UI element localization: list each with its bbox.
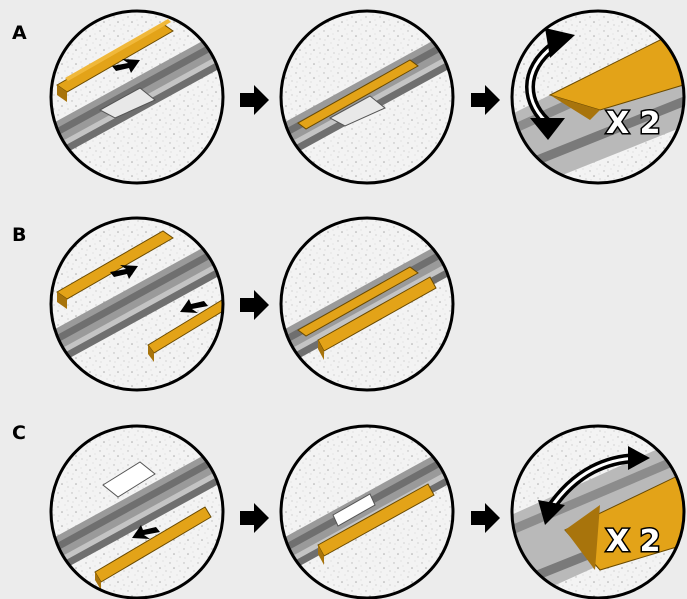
step-arrow-a1 <box>240 85 269 115</box>
step-a2 <box>279 9 455 185</box>
row-label-b: B <box>12 224 27 246</box>
step-c3-detail: X 2 <box>510 424 686 599</box>
step-a3-detail: X 2 <box>510 9 686 185</box>
step-b1 <box>49 216 225 392</box>
step-arrow-b1 <box>240 290 269 320</box>
step-arrow-c2 <box>471 503 500 533</box>
row-label-c: C <box>12 422 26 444</box>
step-a1 <box>49 9 225 185</box>
step-arrow-c1 <box>240 503 269 533</box>
multiplier-c: X 2 <box>606 524 660 559</box>
step-b2 <box>279 216 455 392</box>
step-arrow-a2 <box>471 85 500 115</box>
row-label-a: A <box>12 22 27 44</box>
multiplier-a: X 2 <box>606 106 660 141</box>
step-c2 <box>279 424 455 599</box>
step-c1 <box>49 424 225 599</box>
